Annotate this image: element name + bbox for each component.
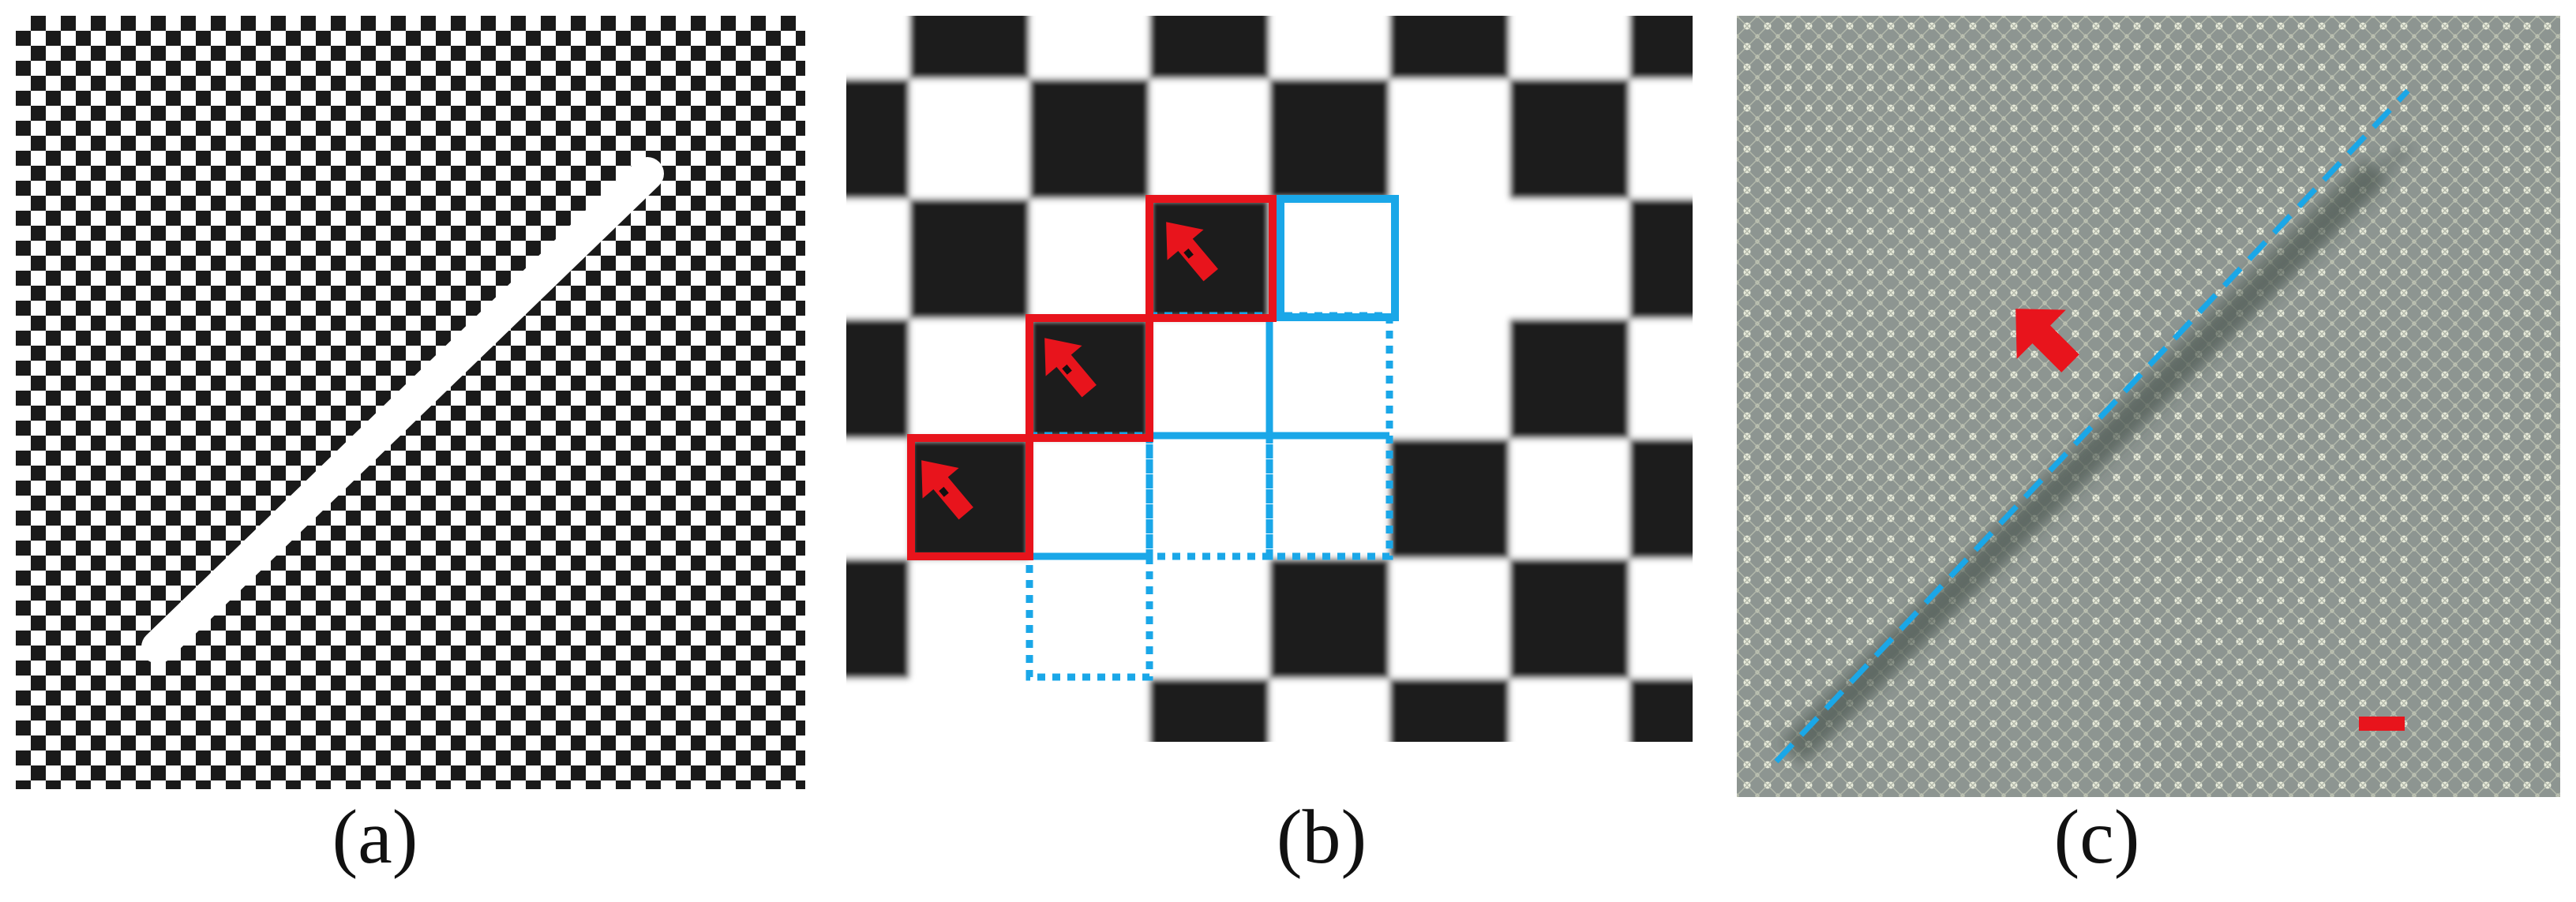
dark-square xyxy=(909,16,1029,79)
dark-square xyxy=(1509,319,1629,439)
dark-square xyxy=(1509,79,1629,199)
light-square xyxy=(846,439,909,559)
light-square xyxy=(909,319,1029,439)
light-square xyxy=(1029,16,1149,79)
red-arrow-icon xyxy=(921,460,973,520)
dark-square xyxy=(909,679,1029,742)
caption-c: (c) xyxy=(2053,795,2140,880)
dark-square xyxy=(846,319,909,439)
light-square xyxy=(1389,319,1509,439)
dark-square xyxy=(1629,679,1693,742)
dark-square xyxy=(1389,16,1509,79)
dark-square xyxy=(1629,16,1693,79)
dark-square xyxy=(1149,679,1269,742)
checkerboard-pattern xyxy=(16,16,805,789)
dark-square xyxy=(1509,559,1629,679)
light-square xyxy=(909,559,1029,679)
red-box xyxy=(1146,195,1277,322)
annotation-overlay xyxy=(907,195,1399,681)
light-square xyxy=(1149,319,1269,439)
dark-square xyxy=(1269,79,1389,199)
dark-square xyxy=(1149,439,1269,559)
light-square xyxy=(1389,79,1509,199)
fabric-defect-shadow xyxy=(1803,141,2413,743)
light-square xyxy=(846,199,909,319)
red-box xyxy=(1026,314,1153,442)
dark-square xyxy=(846,559,909,679)
light-square xyxy=(1149,79,1269,199)
light-square xyxy=(846,16,909,79)
dark-square xyxy=(1269,559,1389,679)
dark-square xyxy=(1029,79,1149,199)
light-square xyxy=(1029,679,1149,742)
caption-a: (a) xyxy=(332,795,418,880)
dark-square xyxy=(1389,199,1509,319)
diagonal-defect-stripe xyxy=(141,157,664,664)
light-square xyxy=(1029,439,1149,559)
dark-square xyxy=(1389,679,1509,742)
dark-square xyxy=(909,439,1029,559)
red-arrow-icon xyxy=(1166,222,1218,282)
light-square xyxy=(1269,16,1389,79)
scale-bar-icon xyxy=(2359,717,2405,731)
red-box xyxy=(907,434,1033,560)
dark-square xyxy=(1269,319,1389,439)
dark-square xyxy=(1029,559,1149,679)
solid-blue-box xyxy=(1277,195,1399,321)
light-square xyxy=(1629,79,1693,199)
panel-a-checkerboard xyxy=(16,16,805,789)
dark-square xyxy=(846,79,909,199)
light-square xyxy=(1509,679,1629,742)
dashed-guide-line xyxy=(1774,88,2410,764)
light-square xyxy=(1029,199,1149,319)
light-square xyxy=(846,679,909,742)
dark-square xyxy=(1629,199,1693,319)
zoomed-checkerboard xyxy=(846,16,1693,742)
light-square xyxy=(1269,439,1389,559)
light-square xyxy=(1149,559,1269,679)
light-square xyxy=(1269,679,1389,742)
light-square xyxy=(1629,319,1693,439)
light-square xyxy=(1629,559,1693,679)
panel-b-zoomed-checkerboard xyxy=(846,16,1693,742)
light-square xyxy=(909,79,1029,199)
light-square xyxy=(1509,16,1629,79)
panel-c-fabric-photo xyxy=(1737,16,2560,797)
dark-square xyxy=(1149,16,1269,79)
caption-b: (b) xyxy=(1276,795,1367,880)
blurred-checker-squares xyxy=(846,16,1693,742)
dark-square xyxy=(909,199,1029,319)
light-square xyxy=(1389,559,1509,679)
red-arrow-icon xyxy=(1044,338,1097,398)
fabric-texture xyxy=(1737,16,2560,797)
light-square xyxy=(1269,199,1389,319)
light-square xyxy=(1509,439,1629,559)
dark-square xyxy=(1389,439,1509,559)
dark-square xyxy=(1629,439,1693,559)
red-arrow-icon xyxy=(2015,309,2079,372)
light-square xyxy=(1509,199,1629,319)
